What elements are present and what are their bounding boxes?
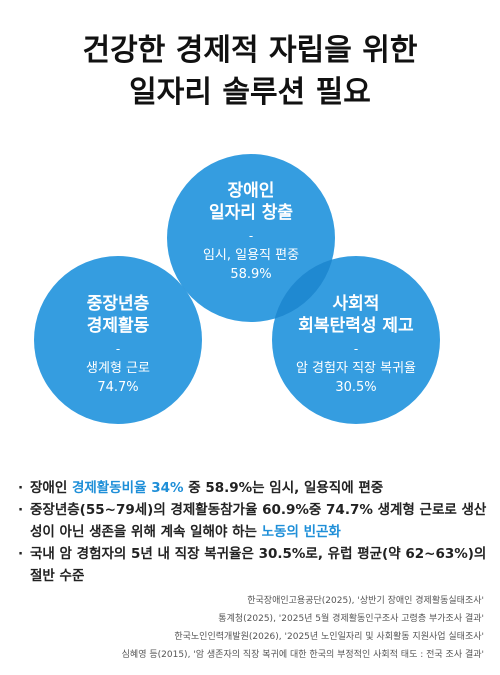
bullet-3-text: 국내 암 경험자의 5년 내 직장 복귀율은 30.5%로, 유럽 평균(약 6… [30,546,487,584]
circle-top-title-2: 일자리 창출 [208,203,294,223]
circle-top-dash: - [248,229,254,243]
source-citations: 한국장애인고용공단(2025), '상반기 장애인 경제활동실태조사' 통계청(… [24,592,484,664]
bullet-list: · 장애인 경제활동비율 34% 중 58.9%는 임시, 일용직에 편중 · … [18,477,488,587]
bullet-marker: · [18,480,24,496]
title-line-2: 일자리 솔루션 필요 [129,75,371,110]
circle-left-value: 74.7% [97,380,139,395]
circle-top-desc: 임시, 일용직 편중 [202,248,300,263]
bullet-2-pre: 중장년층(55~79세)의 경제활동참가율 60.9%중 74.7% 생계형 근… [30,502,487,540]
bullet-1-highlight: 경제활동비율 34% [71,480,184,496]
source-4: 심혜영 등(2015), '암 생존자의 직장 복귀에 대한 한국의 부정적인 … [121,650,484,660]
circle-right-value: 30.5% [335,380,377,395]
bullet-item-1: · 장애인 경제활동비율 34% 중 58.9%는 임시, 일용직에 편중 [18,477,488,499]
circle-left-text: 중장년층 경제활동 - 생계형 근로 74.7% [34,293,202,397]
circle-right-text: 사회적 회복탄력성 제고 - 암 경험자 직장 복귀율 30.5% [272,293,440,397]
bullet-item-3: · 국내 암 경험자의 5년 내 직장 복귀율은 30.5%로, 유럽 평균(약… [18,543,488,587]
bullet-2-highlight: 노동의 빈곤화 [261,524,341,540]
circle-top-text: 장애인 일자리 창출 - 임시, 일용직 편중 58.9% [167,180,335,284]
circle-middle-aged-economy [34,256,202,424]
circle-right-title-2: 회복탄력성 제고 [298,316,414,336]
source-2: 통계청(2025), '2025년 5월 경제활동인구조사 고령층 부가조사 결… [218,614,484,624]
circle-left-desc: 생계형 근로 [86,361,150,376]
circle-right-title-1: 사회적 [332,294,380,314]
circle-right-desc: 암 경험자 직장 복귀율 [295,361,417,376]
title-line-1: 건강한 경제적 자립을 위한 [82,33,418,68]
circle-social-resilience [272,256,440,424]
bullet-marker: · [18,502,24,518]
source-1: 한국장애인고용공단(2025), '상반기 장애인 경제활동실태조사' [247,596,484,606]
circle-left-title-1: 중장년층 [86,294,150,314]
source-3: 한국노인인력개발원(2026), '2025년 노인일자리 및 사회활동 지원사… [174,632,484,642]
circle-left-title-2: 경제활동 [86,316,150,336]
circle-right-dash: - [353,342,359,356]
page-title: 건강한 경제적 자립을 위한 일자리 솔루션 필요 [0,30,500,114]
bullet-1-post: 중 58.9%는 임시, 일용직에 편중 [183,480,384,496]
circle-left-dash: - [115,342,121,356]
bullet-item-2: · 중장년층(55~79세)의 경제활동참가율 60.9%중 74.7% 생계형… [18,499,488,543]
bullet-marker: · [18,546,24,562]
bullet-1-pre: 장애인 [30,480,72,496]
circle-top-value: 58.9% [230,267,272,282]
circle-top-title-1: 장애인 [227,181,275,201]
